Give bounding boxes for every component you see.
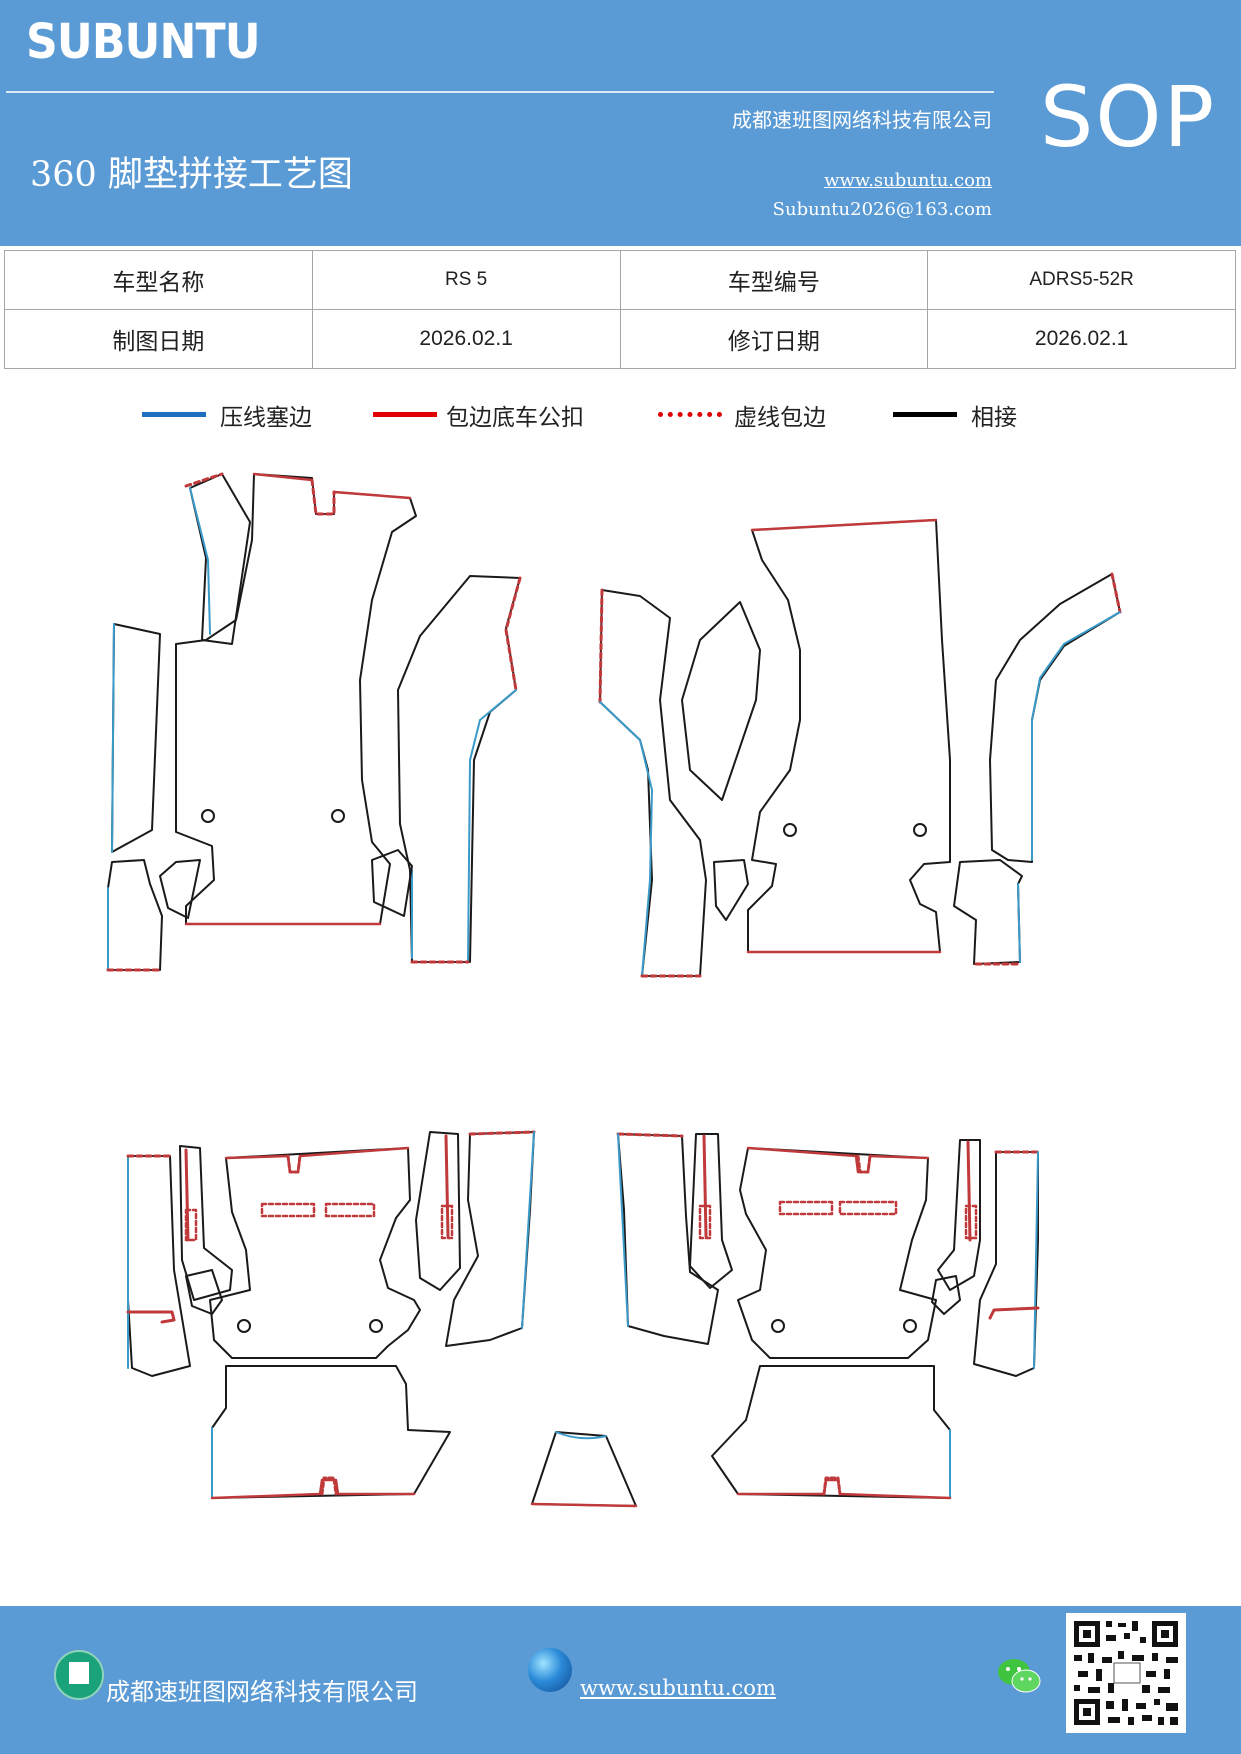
mat-piece-rear-left-center xyxy=(185,1146,421,1359)
header-divider xyxy=(6,91,994,93)
building-icon xyxy=(54,1650,104,1700)
mat-piece-rear-left-bottom xyxy=(210,1365,451,1500)
revision-date-value: 2026.02.1 xyxy=(927,309,1236,369)
legend-swatch-red xyxy=(373,412,437,417)
document-title: 360 脚垫拼接工艺图 xyxy=(30,155,353,195)
footer-banner: 成都速班图网络科技有限公司 www.subuntu.com xyxy=(0,1606,1241,1754)
legend-label: 压线塞边 xyxy=(220,405,312,431)
vehicle-info-table: 车型名称 RS 5 车型编号 ADRS5-52R 制图日期 2026.02.1 … xyxy=(4,250,1236,369)
legend-label: 相接 xyxy=(971,405,1017,431)
mat-pieces xyxy=(106,472,1122,1508)
mat-piece-right-front-left-strip xyxy=(598,588,761,978)
email-address[interactable]: Subuntu2026@163.com xyxy=(772,199,992,220)
mat-piece-left-front-right-strip xyxy=(371,575,522,964)
website-link[interactable]: www.subuntu.com xyxy=(824,170,992,191)
mat-piece-rear-right-left-strip xyxy=(616,1132,733,1345)
mat-piece-right-front-main xyxy=(713,518,951,954)
sop-badge: SOP xyxy=(1040,68,1217,166)
mat-piece-rear-left-side xyxy=(126,1145,233,1377)
legend-label: 虚线包边 xyxy=(734,405,826,431)
legend-swatch-red-dotted xyxy=(658,412,722,417)
mat-piece-rear-right-center xyxy=(737,1146,961,1359)
model-name-label: 车型名称 xyxy=(4,250,313,310)
header-banner: SUBUNTU SOP 360 脚垫拼接工艺图 成都速班图网络科技有限公司 ww… xyxy=(0,0,1241,246)
qr-code[interactable] xyxy=(1066,1613,1186,1733)
mat-piece-rear-right-bottom xyxy=(711,1365,952,1500)
legend-swatch-blue xyxy=(142,412,206,417)
globe-icon xyxy=(528,1648,572,1692)
footer-website-link[interactable]: www.subuntu.com xyxy=(580,1676,776,1700)
model-name-value: RS 5 xyxy=(311,250,621,310)
legend-label: 包边底车公扣 xyxy=(446,405,584,431)
mat-piece-rear-left-right-strip xyxy=(415,1130,536,1347)
wechat-icon xyxy=(998,1659,1041,1693)
draw-date-value: 2026.02.1 xyxy=(311,309,621,369)
mat-piece-left-front-main xyxy=(159,472,417,926)
revision-date-label: 修订日期 xyxy=(619,309,929,369)
mat-piece-right-front-right-strip xyxy=(953,572,1122,966)
legend-swatch-black xyxy=(893,412,957,417)
draw-date-label: 制图日期 xyxy=(4,309,313,369)
legend: 压线塞边 包边底车公扣 虚线包边 相接 xyxy=(0,402,1241,442)
mat-piece-rear-right-side xyxy=(937,1139,1040,1377)
model-code-value: ADRS5-52R xyxy=(927,250,1236,310)
company-name: 成都速班图网络科技有限公司 xyxy=(732,108,992,132)
brand-logo: SUBUNTU xyxy=(26,14,261,70)
table-row: 车型名称 RS 5 车型编号 ADRS5-52R xyxy=(4,250,1236,310)
model-code-label: 车型编号 xyxy=(619,250,929,310)
floor-mat-diagram xyxy=(106,472,1122,1508)
table-row: 制图日期 2026.02.1 修订日期 2026.02.1 xyxy=(4,309,1236,369)
mat-piece-left-front-side-strip xyxy=(106,623,163,972)
footer-company-name: 成都速班图网络科技有限公司 xyxy=(106,1678,418,1706)
mat-piece-center-tunnel xyxy=(530,1431,638,1508)
